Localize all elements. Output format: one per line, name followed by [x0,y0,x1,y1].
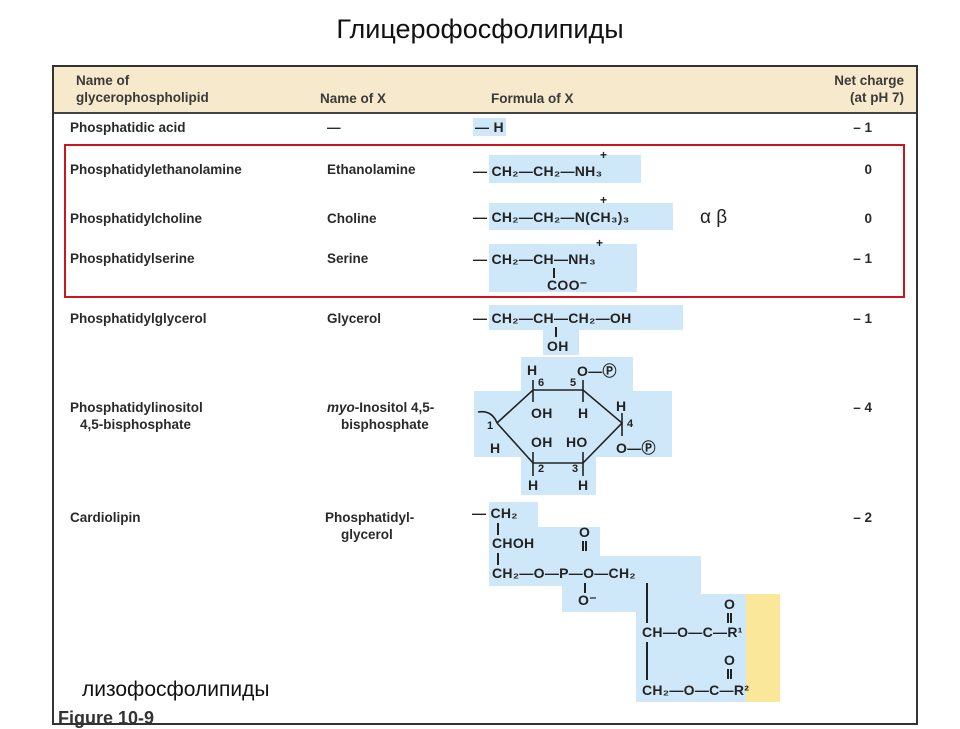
formula-highlight [474,391,672,457]
bond-line [497,523,499,535]
row-name: Phosphatidylinositol 4,5-bisphosphate [70,400,203,432]
row-x-name: myo-Inositol 4,5- bisphosphate [327,400,434,432]
row-charge: – 1 [853,120,872,135]
ring-label: H [490,440,501,456]
formula-highlight [489,155,641,183]
double-bond [582,541,584,551]
row-name: Phosphatidic acid [70,120,186,135]
row-name-line2: 4,5-bisphosphate [80,417,192,432]
bond-line [584,583,586,593]
header-col1: Name of glycerophospholipid [76,72,209,106]
ring-label: OH [531,434,553,450]
row-charge: 0 [864,162,872,177]
formula-line: O [579,524,591,540]
formula-highlight [489,305,683,330]
formula-charge: + [596,236,604,250]
ring-label: 2 [538,463,545,475]
row-name: Phosphatidylserine [70,251,195,266]
row-formula: — CH₂—CH—CH₂—OH [473,310,632,326]
formula-line: CH—O—C—R¹ [642,624,743,640]
highlight-box [64,144,905,298]
x-name-line1: -Inositol 4,5- [354,400,435,415]
row-x-name: Serine [327,251,369,266]
bond-line [646,642,648,680]
row-name: Cardiolipin [70,510,141,525]
bond-line [553,268,555,278]
row-x-name: Ethanolamine [327,162,416,177]
lysophospholipids-label: лизофосфолипиды [82,678,270,701]
row-formula: — H [473,118,506,136]
row-charge: – 2 [853,510,872,525]
formula-line: O [724,596,736,612]
row-name: Phosphatidylglycerol [70,311,207,326]
header-col2: Name of X [320,91,387,106]
ring-label: H [578,405,589,421]
ring-label: O—Ⓟ [577,363,617,379]
x-name-italic: myo [327,400,355,415]
row-formula: — CH₂—CH—NH₃ [473,251,596,267]
bond-line [555,327,557,337]
formula-highlight [489,244,637,292]
greek-annotation: α β [700,207,728,228]
formula-charge: + [600,193,608,207]
table-header [54,67,916,114]
header-col1-line2: glycerophospholipid [76,90,209,105]
formula-highlight [521,357,633,391]
row-name: Phosphatidylethanolamine [70,162,242,177]
formula-line: CHOH [492,535,535,551]
header-col3: Formula of X [491,91,574,106]
row-x-name: — [327,120,341,135]
formula-highlight [636,594,746,702]
ring-label: H [616,398,627,414]
formula-highlight [543,330,579,355]
row-name: Phosphatidylcholine [70,211,203,226]
row-charge: – 1 [853,311,872,326]
ring-label: H [527,362,538,378]
ring-label: H [528,477,539,493]
x-name-line2: bisphosphate [341,417,429,432]
figure-caption: Figure 10-9 [58,708,155,728]
slide-title: Глицерофосфолипиды [336,14,624,44]
row-formula: — CH₂—CH₂—N(CH₃)₃ [473,209,630,225]
header-col1-line1: Name of [76,73,130,88]
formula-line: O⁻ [578,592,597,608]
ring-label: 6 [538,377,545,389]
bond-line [497,553,499,565]
fatty-acid-highlight [746,594,780,702]
ring-label: OH [531,405,553,421]
ring-label: 5 [570,377,577,389]
ring-label: H [578,477,589,493]
formula-highlight [489,502,538,586]
header-col4: Net charge (at pH 7) [800,72,904,106]
formula-line: O [724,652,736,668]
formula-substituent: COO⁻ [547,277,588,293]
double-bond [727,669,729,679]
row-formula: — CH₂—CH₂—NH₃ [473,163,603,179]
header-col4-line2: (at pH 7) [850,90,904,105]
row-charge: – 1 [853,251,872,266]
double-bond [727,613,729,623]
row-name-line1: Phosphatidylinositol [70,400,203,415]
ring-label: O—Ⓟ [616,440,656,456]
formula-text: — H [473,118,506,136]
formula-charge: + [600,148,608,162]
ring-label: 1 [487,420,494,432]
x-name-line2: glycerol [341,527,393,542]
formula-line: CH₂—O—C—R² [642,682,750,698]
ring-label: HO [566,434,588,450]
row-x-name: Phosphatidyl-glycerol [325,510,414,542]
header-col4-line1: Net charge [834,73,904,88]
x-name-line1: Phosphatidyl- [325,510,415,525]
bond-line [646,583,648,623]
row-x-name: Choline [327,211,377,226]
formula-line: CH₂—O—P—O—CH₂ [492,565,636,581]
formula-substituent: OH [547,338,569,354]
formula-line: — CH₂ [472,505,518,521]
ring-label: 3 [572,463,579,475]
row-x-name: Glycerol [327,311,382,326]
ring-label: 4 [627,418,634,430]
formula-highlight [489,203,673,230]
row-charge: – 4 [853,400,872,415]
row-charge: 0 [864,211,872,226]
